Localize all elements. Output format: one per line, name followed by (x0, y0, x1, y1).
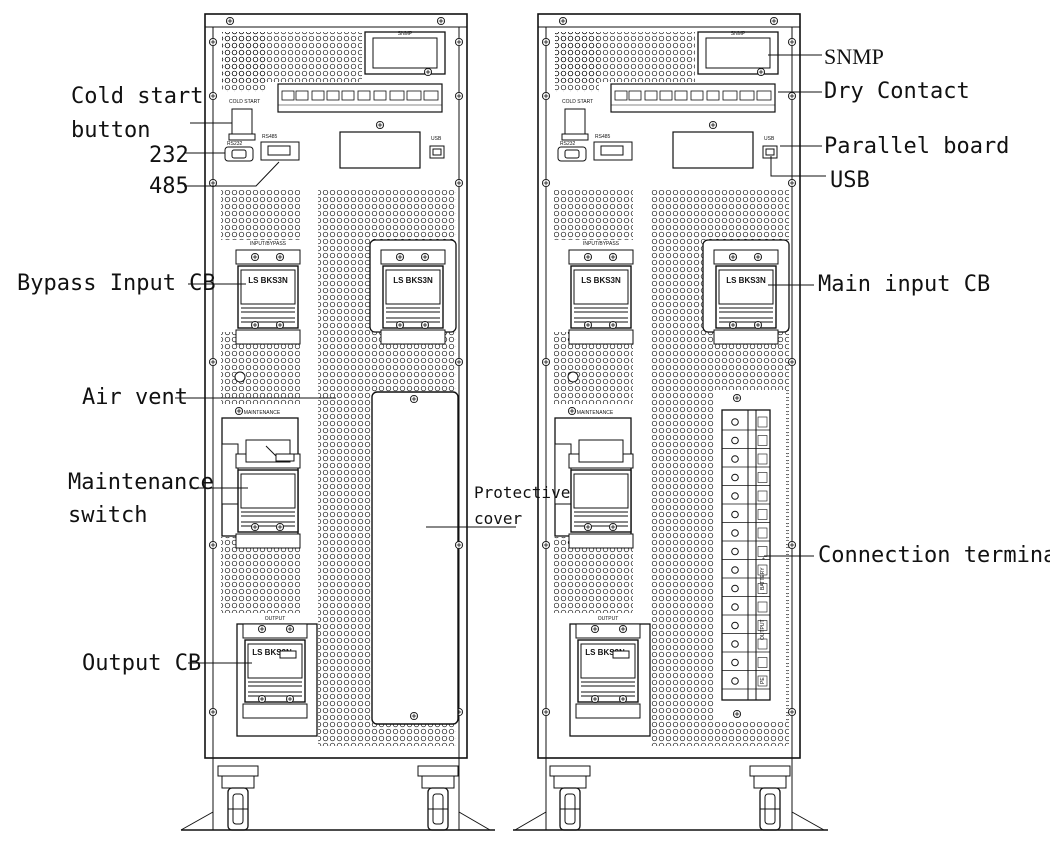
cold-start-panel-label-right: COLD START (562, 99, 593, 105)
terminal-screw (731, 473, 739, 482)
callout-connection-terminals: Connection terminals (818, 543, 1050, 568)
terminal-tag (757, 416, 768, 428)
maintenance-panel-label-right: MAINTENANCE (577, 410, 614, 416)
terminal-screw (731, 492, 739, 500)
wheel-front-right (417, 765, 459, 831)
bypass-input-breaker[interactable] (235, 249, 301, 345)
callout-bypass-input-cb: Bypass Input CB (17, 271, 216, 296)
callout-rs232: 232 (149, 143, 189, 168)
terminal-tag (757, 601, 768, 613)
bypass-breaker-brand: LS BKS3N (248, 276, 288, 285)
main-input-breaker[interactable] (713, 249, 779, 345)
protective-cover (371, 391, 459, 725)
pe-terminal-label: PE (760, 677, 766, 684)
output-breaker[interactable] (242, 623, 308, 719)
terminal-tag (757, 564, 768, 576)
terminal-tag (757, 546, 768, 557)
rs232-panel-label: RS232 (227, 141, 243, 147)
callout-output-cb: Output CB (82, 651, 201, 676)
terminal-screw (731, 529, 739, 537)
output-breaker-brand-right: LS BKS3N (585, 648, 625, 657)
main-breaker-brand-left: LS BKS3N (393, 276, 433, 285)
rs232-panel-label-right: RS232 (560, 141, 576, 147)
output-panel-label: OUTPUT (265, 616, 286, 622)
output-panel-label-right: OUTPUT (598, 616, 619, 622)
callout-usb: USB (830, 168, 870, 193)
terminal-screw (731, 418, 739, 426)
usb-panel-label: USB (431, 136, 442, 142)
terminal-tag (757, 583, 768, 594)
terminal-screw (731, 640, 739, 648)
terminal-screw (731, 566, 739, 574)
left-cabinet: SNMP COLD START RS232 RS485 USB INPUT/BY… (180, 13, 495, 831)
terminal-tag (757, 490, 768, 502)
cold-start-button[interactable] (231, 108, 253, 136)
terminal-screw (731, 455, 739, 463)
bypass-breaker-brand-right: LS BKS3N (581, 276, 621, 285)
usb-panel-label-right: USB (764, 136, 775, 142)
maintenance-switch[interactable] (235, 453, 301, 549)
terminal-tag (757, 472, 768, 483)
callout-cold-start: Cold start (71, 84, 203, 109)
rs485-panel-label-right: RS485 (595, 134, 611, 140)
terminal-screw (731, 547, 739, 556)
callout-parallel-board: Parallel board (824, 134, 1009, 159)
parallel-board (672, 131, 754, 169)
dry-contact-terminals (277, 83, 443, 113)
callout-maintenance: Maintenance (68, 470, 214, 495)
callout-dry-contact: Dry Contact (824, 79, 970, 104)
right-cabinet: SNMP COLD START RS232 RS485 USB INPUT/BY… (513, 13, 828, 831)
terminal-tag (757, 638, 768, 650)
battery-minus-label: − (762, 591, 765, 597)
wheel-front-left (217, 765, 259, 831)
main-breaker-brand-right: LS BKS3N (726, 276, 766, 285)
terminal-tag (757, 453, 768, 465)
callout-main-input-cb: Main input CB (818, 272, 990, 297)
terminal-screw (731, 510, 739, 519)
terminal-screw (731, 584, 739, 593)
input-bypass-panel-label: INPUT/BYPASS (250, 241, 287, 247)
terminal-tag (757, 620, 768, 631)
right-callouts: SNMP Dry Contact Parallel board USB Main… (764, 44, 1050, 568)
callout-maintenance-line2: switch (68, 503, 147, 528)
connection-terminals[interactable]: BATTERY OUTPUT + − PE (714, 390, 786, 722)
rs485-panel-label: RS485 (262, 134, 278, 140)
left-callouts: Cold start button 232 485 Bypass Input C… (17, 84, 570, 676)
terminal-screw (731, 603, 739, 611)
terminal-screw (731, 436, 739, 445)
callout-rs485: 485 (149, 174, 189, 199)
terminal-screw (731, 658, 739, 667)
snmp-panel-label-right: SNMP (731, 31, 746, 37)
maintenance-panel-label: MAINTENANCE (244, 410, 281, 416)
main-input-breaker-left[interactable] (380, 249, 446, 345)
callout-air-vent: Air vent (82, 385, 188, 410)
input-bypass-panel-label-right: INPUT/BYPASS (583, 241, 620, 247)
callout-cold-start-line2: button (71, 118, 150, 143)
terminal-tag (757, 509, 768, 520)
parallel-board-slot (339, 131, 421, 169)
terminal-tag (757, 657, 768, 668)
terminal-screw (731, 621, 739, 630)
terminal-tag (757, 435, 768, 446)
terminal-tag (757, 527, 768, 539)
terminal-screw (731, 677, 739, 685)
battery-plus-label: + (762, 556, 765, 562)
cold-start-panel-label: COLD START (229, 99, 260, 105)
snmp-panel-label: SNMP (398, 31, 413, 37)
callout-protective-cover: Protective (474, 483, 570, 502)
terminal-tag (757, 675, 768, 687)
output-terminal-label: OUTPUT (760, 619, 766, 640)
callout-protective-cover-line2: cover (474, 509, 523, 528)
battery-terminal-label: BATTERY (760, 567, 766, 590)
output-breaker-brand: LS BKS3N (252, 648, 292, 657)
callout-snmp: SNMP (824, 44, 884, 69)
